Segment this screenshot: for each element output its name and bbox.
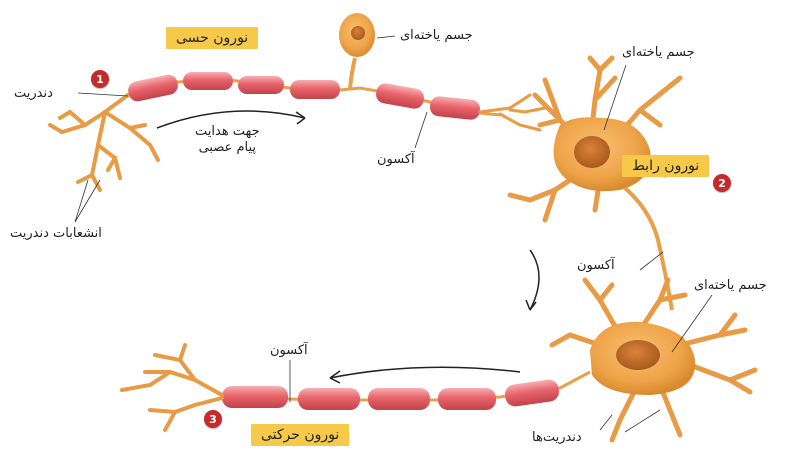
- axon-label-sensory: آکسون: [377, 152, 415, 168]
- signal-direction-line-1: جهت هدایت: [195, 124, 260, 140]
- sensory-myelin-sheath: [126, 72, 480, 121]
- interneuron-number-badge: 2: [713, 174, 731, 192]
- motor-myelin-sheath: [222, 378, 560, 410]
- axon-label-motor: آکسون: [270, 343, 308, 359]
- cell-body-label-3: جسم یاخته‌ای: [694, 278, 767, 294]
- cell-body-label-2: جسم یاخته‌ای: [622, 45, 695, 61]
- arrow-right: [530, 250, 539, 310]
- interneuron-title: نورون رابط: [622, 155, 709, 177]
- axon-label-interneuron: آکسون: [577, 258, 615, 274]
- motor-neuron-title: نورون حرکتی: [251, 424, 349, 446]
- cell-body-label-1: جسم یاخته‌ای: [400, 28, 473, 44]
- signal-direction-line-2: پیام عصبی: [195, 140, 260, 156]
- signal-direction-label: جهت هدایت پیام عصبی: [195, 124, 260, 157]
- motor-neuron-number-badge: 3: [204, 410, 222, 428]
- sensory-neuron-title: نورون حسی: [166, 27, 258, 49]
- dendrite-branches-label: انشعابات دندریت: [10, 226, 102, 242]
- sensory-neuron-number-badge: 1: [91, 70, 109, 88]
- sensory-dendrite-branches: [50, 95, 158, 190]
- dendrite-label: دندریت: [14, 86, 53, 102]
- dendrites-label: دندریت‌ها: [532, 430, 582, 446]
- arrow-bottom: [330, 367, 520, 378]
